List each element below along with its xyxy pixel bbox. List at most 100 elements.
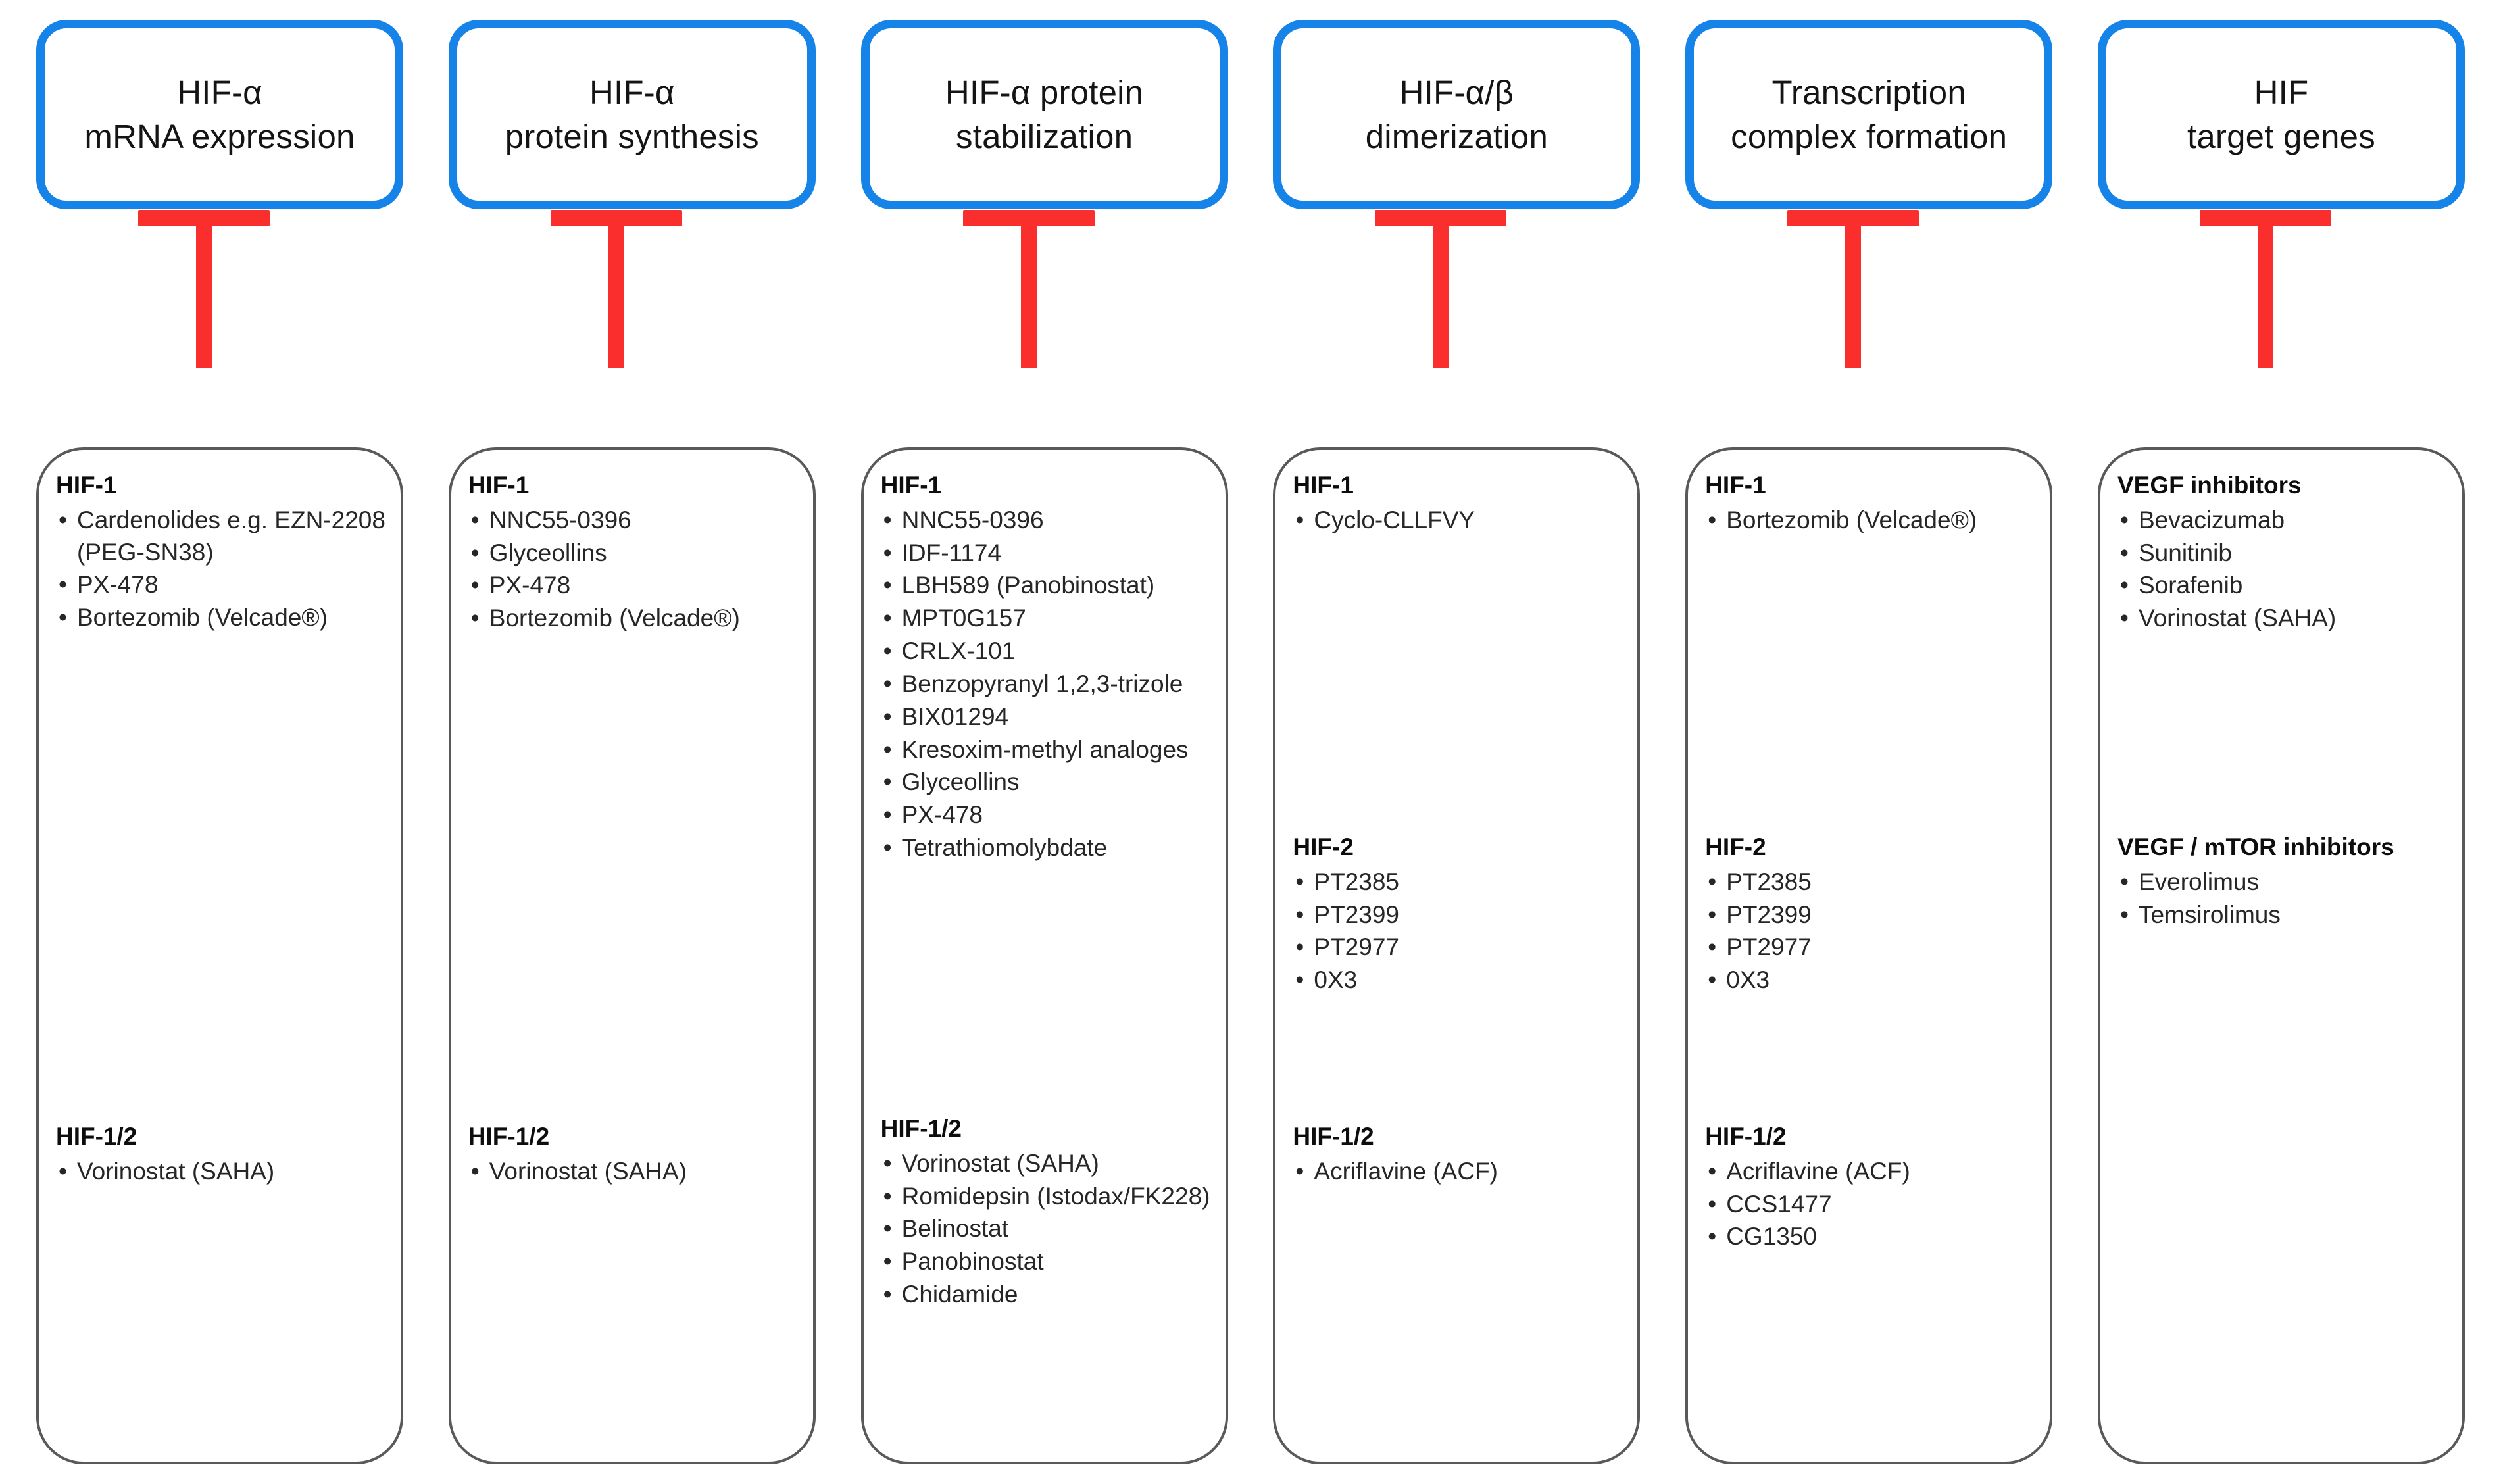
pathway-step-line1: HIF-α xyxy=(589,73,675,111)
drug-group-title: HIF-1 xyxy=(1293,472,1354,499)
bullet-icon: • xyxy=(2119,572,2129,599)
bullet-icon: • xyxy=(1708,933,1717,961)
drug-name: Glyceollins xyxy=(901,768,1020,796)
bullet-icon: • xyxy=(470,572,480,599)
drug-name: CRLX-101 xyxy=(901,637,1016,665)
bullet-icon: • xyxy=(59,1157,67,1185)
drug-name: Vorinostat (SAHA) xyxy=(77,1157,275,1185)
drug-list-item: •Kresoxim-methyl analoges xyxy=(881,734,1220,766)
drug-group-title: HIF-2 xyxy=(1293,833,1354,860)
drug-group: HIF-1/2•Vorinostat (SAHA) xyxy=(56,1121,395,1189)
drug-list-item: • Cardenolides e.g. EZN-2208 (PEG-SN38) xyxy=(56,505,395,569)
drug-group: HIF-1 • Bortezomib (Velcade®) xyxy=(1705,470,2044,537)
drug-list-item: •NNC55-0396 xyxy=(468,505,808,537)
pathway-step-line2: target genes xyxy=(2187,118,2375,155)
drug-group-title: VEGF / mTOR inhibitors xyxy=(2117,833,2394,860)
drug-list: • Vorinostat (SAHA) xyxy=(468,1156,808,1188)
bullet-icon: • xyxy=(883,637,892,665)
bullet-icon: • xyxy=(1295,506,1304,533)
drug-name: Everolimus xyxy=(2138,868,2259,895)
drug-group-title: HIF-1 xyxy=(1705,472,1766,499)
drug-list-box-6: VEGF inhibitors•Bevacizumab•Sunitinib•So… xyxy=(2097,447,2465,1464)
inhibition-bar-icon xyxy=(550,210,682,368)
inhibition-bar-stem xyxy=(608,217,624,368)
pathway-step-box-5: Transcription complex formation xyxy=(1685,20,2053,209)
drug-name: Kresoxim-methyl analoges xyxy=(901,735,1189,763)
drug-list-item: • CRLX-101 xyxy=(881,635,1220,668)
drug-list-item: •Tetrathiomolybdate xyxy=(881,832,1220,864)
drug-group-title: HIF-1/2 xyxy=(468,1123,550,1150)
inhibition-slot-4 xyxy=(1273,210,1640,401)
bullet-icon: • xyxy=(883,572,892,599)
bullet-icon: • xyxy=(59,506,67,533)
bullet-icon: • xyxy=(1295,933,1304,961)
drug-list-item: •PT2399 xyxy=(1705,899,2044,931)
drug-group-title: HIF-1/2 xyxy=(1705,1123,1787,1150)
drug-list-box-1: HIF-1•Cardenolides e.g. EZN-2208 (PEG-SN… xyxy=(36,447,403,1464)
drug-list: • Bortezomib (Velcade®) xyxy=(1705,505,2044,537)
drug-name: PX-478 xyxy=(77,571,159,599)
bullet-icon: • xyxy=(883,703,892,730)
bullet-icon: • xyxy=(2119,868,2129,895)
pathway-step-line2: stabilization xyxy=(956,118,1133,155)
bullet-icon: • xyxy=(883,539,892,566)
inhibition-bar-icon xyxy=(1787,210,1919,368)
drug-group: HIF-1/2 • Vorinostat (SAHA) xyxy=(468,1121,808,1189)
drug-group-title: HIF-1/2 xyxy=(880,1115,962,1142)
drug-group: VEGF inhibitors•Bevacizumab•Sunitinib•So… xyxy=(2117,470,2457,635)
pathway-step-line1: HIF xyxy=(2254,73,2309,111)
bullet-icon: • xyxy=(1295,966,1304,994)
drug-list-item: •Vorinostat (SAHA) xyxy=(2117,603,2457,635)
drug-name: Cardenolides e.g. EZN-2208 (PEG-SN38) xyxy=(77,506,385,566)
inhibition-slot-5 xyxy=(1685,210,2052,401)
inhibition-slot-6 xyxy=(2098,210,2465,401)
bullet-icon: • xyxy=(470,1157,480,1185)
inhibition-bar-icon xyxy=(962,210,1095,368)
drug-name: PT2399 xyxy=(1726,901,1812,928)
inhibition-bar-icon xyxy=(1375,210,1507,368)
drug-name: 0X3 xyxy=(1314,966,1358,994)
drug-name: BIX01294 xyxy=(901,703,1009,730)
bullet-icon: • xyxy=(1295,901,1304,928)
drug-name: Vorinostat (SAHA) xyxy=(489,1157,687,1185)
bullet-icon: • xyxy=(883,605,892,632)
pathway-step-line2: mRNA expression xyxy=(84,118,355,155)
drug-group: HIF-1•Cyclo-CLLFVY xyxy=(1293,470,1632,537)
inhibition-bar-stem xyxy=(1433,217,1449,368)
drug-name: Belinostat xyxy=(901,1215,1009,1243)
drug-list-item: •PT2385 xyxy=(1293,866,1632,899)
drug-name: Bortezomib (Velcade®) xyxy=(1726,506,1977,533)
bullet-icon: • xyxy=(470,506,480,533)
drug-list-item: • Bortezomib (Velcade®) xyxy=(1705,505,2044,537)
bullet-icon: • xyxy=(1708,506,1717,533)
pathway-step-label: HIF-α protein synthesis xyxy=(496,70,768,159)
drug-list-item: •CG1350 xyxy=(1705,1221,2044,1253)
pathway-step-line1: Transcription xyxy=(1771,73,1966,111)
drug-list-item: • Everolimus xyxy=(2117,866,2457,899)
drug-list-item: • Vorinostat (SAHA) xyxy=(468,1156,808,1188)
drug-list-item: •Romidepsin (Istodax/FK228) xyxy=(881,1181,1220,1213)
drug-list-item: •Panobinostat xyxy=(881,1246,1220,1278)
drug-list-item: •Glyceollins xyxy=(881,766,1220,799)
inhibition-connector-row xyxy=(0,210,2501,401)
drug-name: PX-478 xyxy=(901,801,983,829)
drug-name: Sunitinib xyxy=(2138,539,2232,566)
pathway-step-line2: complex formation xyxy=(1731,118,2008,155)
bullet-icon: • xyxy=(883,506,892,533)
drug-group: VEGF / mTOR inhibitors•Everolimus•Temsir… xyxy=(2117,831,2457,931)
pathway-step-line2: protein synthesis xyxy=(505,118,759,155)
drug-list-item: •PX-478 xyxy=(56,569,395,601)
drug-list-item: •Bevacizumab xyxy=(2117,505,2457,537)
drug-list: •PT2385•PT2399•PT2977•0X3 xyxy=(1293,866,1632,997)
drug-name: PT2977 xyxy=(1314,933,1399,961)
drug-group: HIF-1/2•Acriflavine (ACF)•CCS1477•CG1350 xyxy=(1705,1121,2044,1254)
inhibition-bar-icon xyxy=(2199,210,2331,368)
bullet-icon: • xyxy=(470,605,480,632)
bullet-icon: • xyxy=(883,1215,892,1243)
drug-list-item: •NNC55-0396 xyxy=(881,505,1220,537)
bullet-icon: • xyxy=(1708,966,1717,994)
